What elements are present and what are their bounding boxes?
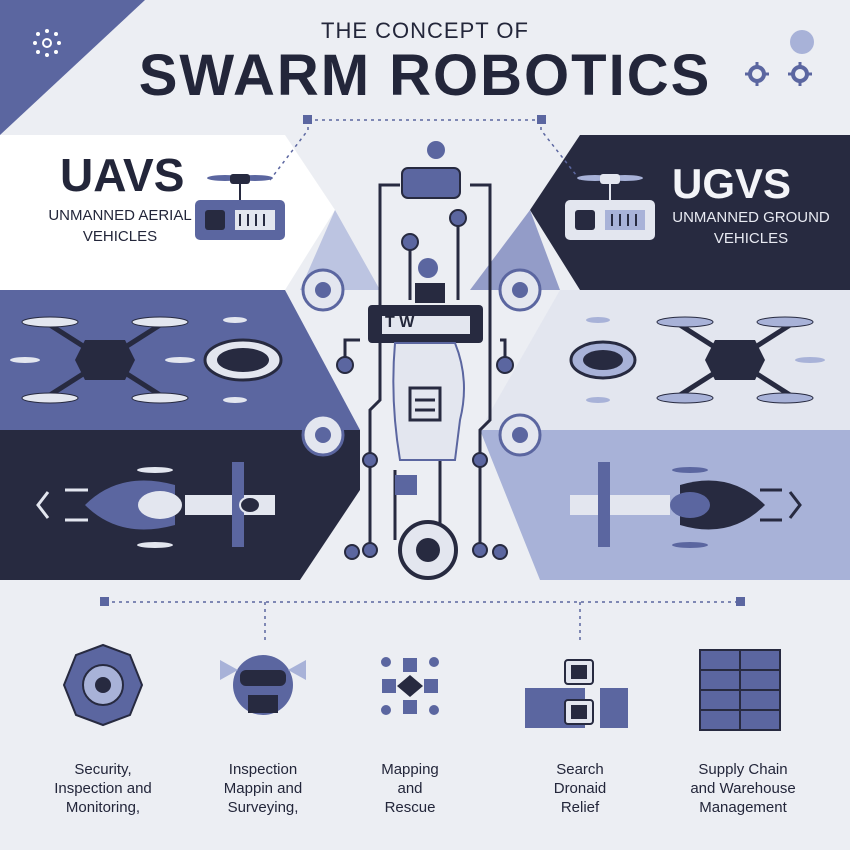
- gear-icon: [748, 65, 809, 83]
- uav-label-panel: [0, 135, 335, 290]
- center-band-right: [470, 210, 560, 290]
- application-label-line: Mappin and: [223, 780, 303, 797]
- application-security: Security, Inspection and Monitoring,: [28, 760, 178, 817]
- security-shield-icon: [62, 643, 144, 727]
- uav-heading: UAVS: [60, 149, 185, 201]
- quadcopter-right: [569, 316, 825, 404]
- quadcopter-left: [10, 316, 283, 404]
- ugv-description-line: VEHICLES: [713, 230, 789, 247]
- application-label-line: Relief: [560, 799, 600, 816]
- application-label-line: Dronaid: [553, 780, 607, 797]
- ugv-drone-icon: [565, 174, 655, 240]
- ugv-label-panel: [530, 135, 850, 290]
- application-label-line: Supply Chain: [698, 761, 788, 778]
- application-label-line: Mapping: [381, 761, 439, 778]
- ugv-description: UNMANNED GROUND VEHICLES: [666, 207, 836, 249]
- application-label-line: and: [397, 780, 423, 797]
- uav-description: UNMANNED AERIAL VEHICLES: [40, 205, 200, 247]
- uav-drone-icon: [195, 174, 285, 240]
- application-label-line: Management: [699, 799, 787, 816]
- application-label-line: Security,: [74, 761, 132, 778]
- application-label-line: Rescue: [384, 799, 436, 816]
- ground-vehicle-right: [570, 462, 802, 548]
- robot-body: [368, 305, 483, 495]
- sensor-nodes: [301, 268, 542, 457]
- application-label-line: and Warehouse: [690, 780, 796, 797]
- target-icon: [398, 520, 458, 580]
- application-label-line: Inspection and: [54, 780, 152, 797]
- application-search: Search Dronaid Relief: [505, 760, 655, 817]
- ugv-row1-panel: [480, 290, 850, 430]
- ground-vehicle-left: [36, 462, 275, 548]
- page-title: SWARM ROBOTICS: [138, 43, 712, 108]
- gear-teeth-icon: [745, 62, 812, 86]
- robot-label: T W: [385, 314, 415, 331]
- uav-description-line: UNMANNED AERIAL: [48, 207, 192, 224]
- page-subtitle: THE CONCEPT OF: [321, 18, 529, 43]
- application-label-line: Search: [556, 761, 604, 778]
- application-label-line: Monitoring,: [65, 799, 141, 816]
- application-inspection: Inspection Mappin and Surveying,: [188, 760, 338, 817]
- top-connector-lines: [269, 119, 581, 181]
- accent-dot: [790, 30, 814, 54]
- inspection-robot-icon: [220, 655, 306, 715]
- dotted-circle-icon: [33, 29, 61, 57]
- application-mapping: Mapping and Rescue: [335, 760, 485, 817]
- application-label-line: Surveying,: [227, 799, 299, 816]
- bottom-connector-lines: [105, 601, 740, 640]
- ugv-description-line: UNMANNED GROUND: [672, 209, 830, 226]
- application-supply-chain: Supply Chain and Warehouse Management: [668, 760, 818, 817]
- ugv-heading: UGVS: [672, 160, 792, 207]
- connector-node: [537, 115, 546, 124]
- uav-description-line: VEHICLES: [82, 228, 158, 245]
- connector-node: [736, 597, 745, 606]
- application-label-line: Inspection: [228, 761, 298, 778]
- warehouse-shelf-icon: [699, 649, 781, 731]
- mapping-network-icon: [381, 657, 439, 715]
- search-relief-icon: [525, 659, 628, 728]
- connector-node: [100, 597, 109, 606]
- circuit-nodes: [336, 209, 514, 560]
- robot-head-icon: [401, 141, 461, 303]
- connector-node: [303, 115, 312, 124]
